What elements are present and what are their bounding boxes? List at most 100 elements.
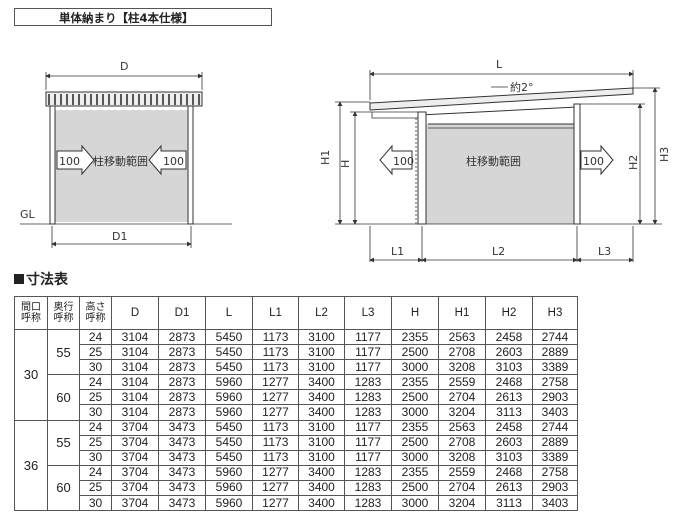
value-cell: 2500: [391, 479, 439, 497]
takasa-cell: 30: [79, 449, 112, 466]
value-cell: 1277: [252, 374, 299, 391]
table-title-text: 寸法表: [26, 272, 68, 288]
value-cell: 5450: [205, 344, 253, 361]
value-cell: 2563: [438, 328, 486, 346]
value-cell: 1173: [252, 359, 299, 376]
roof-ribs: [48, 94, 200, 105]
side-post-range-label: 柱移動範囲: [466, 154, 521, 168]
value-cell: 3100: [298, 344, 345, 361]
value-cell: 3403: [532, 495, 578, 512]
value-cell: 2355: [391, 328, 439, 346]
value-cell: 1177: [344, 359, 392, 376]
header-col: H1: [438, 296, 486, 330]
value-cell: 3389: [532, 449, 578, 466]
value-cell: 2458: [485, 328, 533, 346]
value-cell: 3208: [438, 359, 486, 376]
l3-dimension-label: L3: [598, 245, 611, 258]
value-cell: 2500: [391, 344, 439, 361]
value-cell: 3400: [298, 495, 345, 512]
takasa-cell: 24: [79, 464, 112, 481]
value-cell: 3100: [298, 434, 345, 451]
value-cell: 2873: [158, 359, 206, 376]
h1-dimension-label: H1: [319, 150, 332, 165]
value-cell: 5450: [205, 434, 253, 451]
value-cell: 2355: [391, 374, 439, 391]
value-cell: 2873: [158, 374, 206, 391]
side-right-arrow-label: 100: [583, 155, 604, 168]
value-cell: 5960: [205, 389, 253, 406]
value-cell: 2559: [438, 464, 486, 481]
okuyuki-cell: 55: [47, 419, 80, 466]
value-cell: 3473: [158, 434, 206, 451]
value-cell: 2889: [532, 344, 578, 361]
value-cell: 3100: [298, 359, 345, 376]
slope-label: 約2°: [510, 80, 534, 94]
okuyuki-cell: 60: [47, 464, 80, 512]
value-cell: 1177: [344, 328, 392, 346]
takasa-cell: 25: [79, 479, 112, 497]
value-cell: 3473: [158, 419, 206, 436]
value-cell: 5450: [205, 328, 253, 346]
value-cell: 1283: [344, 479, 392, 497]
side-left-arrow-label: 100: [393, 155, 414, 168]
header-maguchi-line1: 間口: [21, 302, 41, 313]
value-cell: 2613: [485, 479, 533, 497]
takasa-cell: 24: [79, 419, 112, 436]
dimension-table: 間口 呼称 奥行 呼称 高さ 呼称 D D1 L L1 L2 L3 H H1 H…: [14, 296, 578, 512]
value-cell: 3113: [485, 404, 533, 421]
value-cell: 2355: [391, 464, 439, 481]
header-col: H: [391, 296, 439, 330]
value-cell: 3403: [532, 404, 578, 421]
value-cell: 3389: [532, 359, 578, 376]
header-col: L: [205, 296, 253, 330]
value-cell: 5960: [205, 495, 253, 512]
value-cell: 1283: [344, 374, 392, 391]
takasa-cell: 30: [79, 404, 112, 421]
value-cell: 2873: [158, 344, 206, 361]
header-okuyuki-line2: 呼称: [53, 313, 74, 324]
value-cell: 1173: [252, 449, 299, 466]
value-cell: 1277: [252, 404, 299, 421]
value-cell: 2758: [532, 464, 578, 481]
value-cell: 1277: [252, 464, 299, 481]
value-cell: 3473: [158, 449, 206, 466]
value-cell: 1173: [252, 328, 299, 346]
header-takasa: 高さ 呼称: [79, 296, 112, 330]
header-col: L2: [298, 296, 345, 330]
value-cell: 1277: [252, 389, 299, 406]
value-cell: 3103: [485, 449, 533, 466]
table-header-row: 間口 呼称 奥行 呼称 高さ 呼称 D D1 L L1 L2 L3 H H1 H…: [14, 296, 578, 330]
value-cell: 2889: [532, 434, 578, 451]
takasa-cell: 30: [79, 359, 112, 376]
value-cell: 2458: [485, 419, 533, 436]
square-bullet-icon: [14, 274, 24, 284]
value-cell: 2758: [532, 374, 578, 391]
header-col: L3: [344, 296, 392, 330]
header-okuyuki: 奥行 呼称: [47, 296, 80, 330]
elevation-diagrams: D 100 100 柱移動範囲 GL D1 L 約2°: [20, 58, 671, 263]
value-cell: 3000: [391, 495, 439, 512]
value-cell: 3473: [158, 495, 206, 512]
h-dimension-label: H: [339, 160, 352, 168]
value-cell: 2873: [158, 328, 206, 346]
value-cell: 1277: [252, 479, 299, 497]
value-cell: 2744: [532, 328, 578, 346]
value-cell: 1177: [344, 434, 392, 451]
value-cell: 3704: [111, 479, 159, 497]
header-takasa-line1: 高さ: [85, 302, 106, 313]
d-dimension-label: D: [120, 60, 128, 73]
value-cell: 3104: [111, 328, 159, 346]
d1-dimension-label: D1: [112, 230, 127, 243]
value-cell: 3400: [298, 389, 345, 406]
value-cell: 3000: [391, 359, 439, 376]
value-cell: 1283: [344, 404, 392, 421]
value-cell: 3000: [391, 449, 439, 466]
value-cell: 1283: [344, 389, 392, 406]
